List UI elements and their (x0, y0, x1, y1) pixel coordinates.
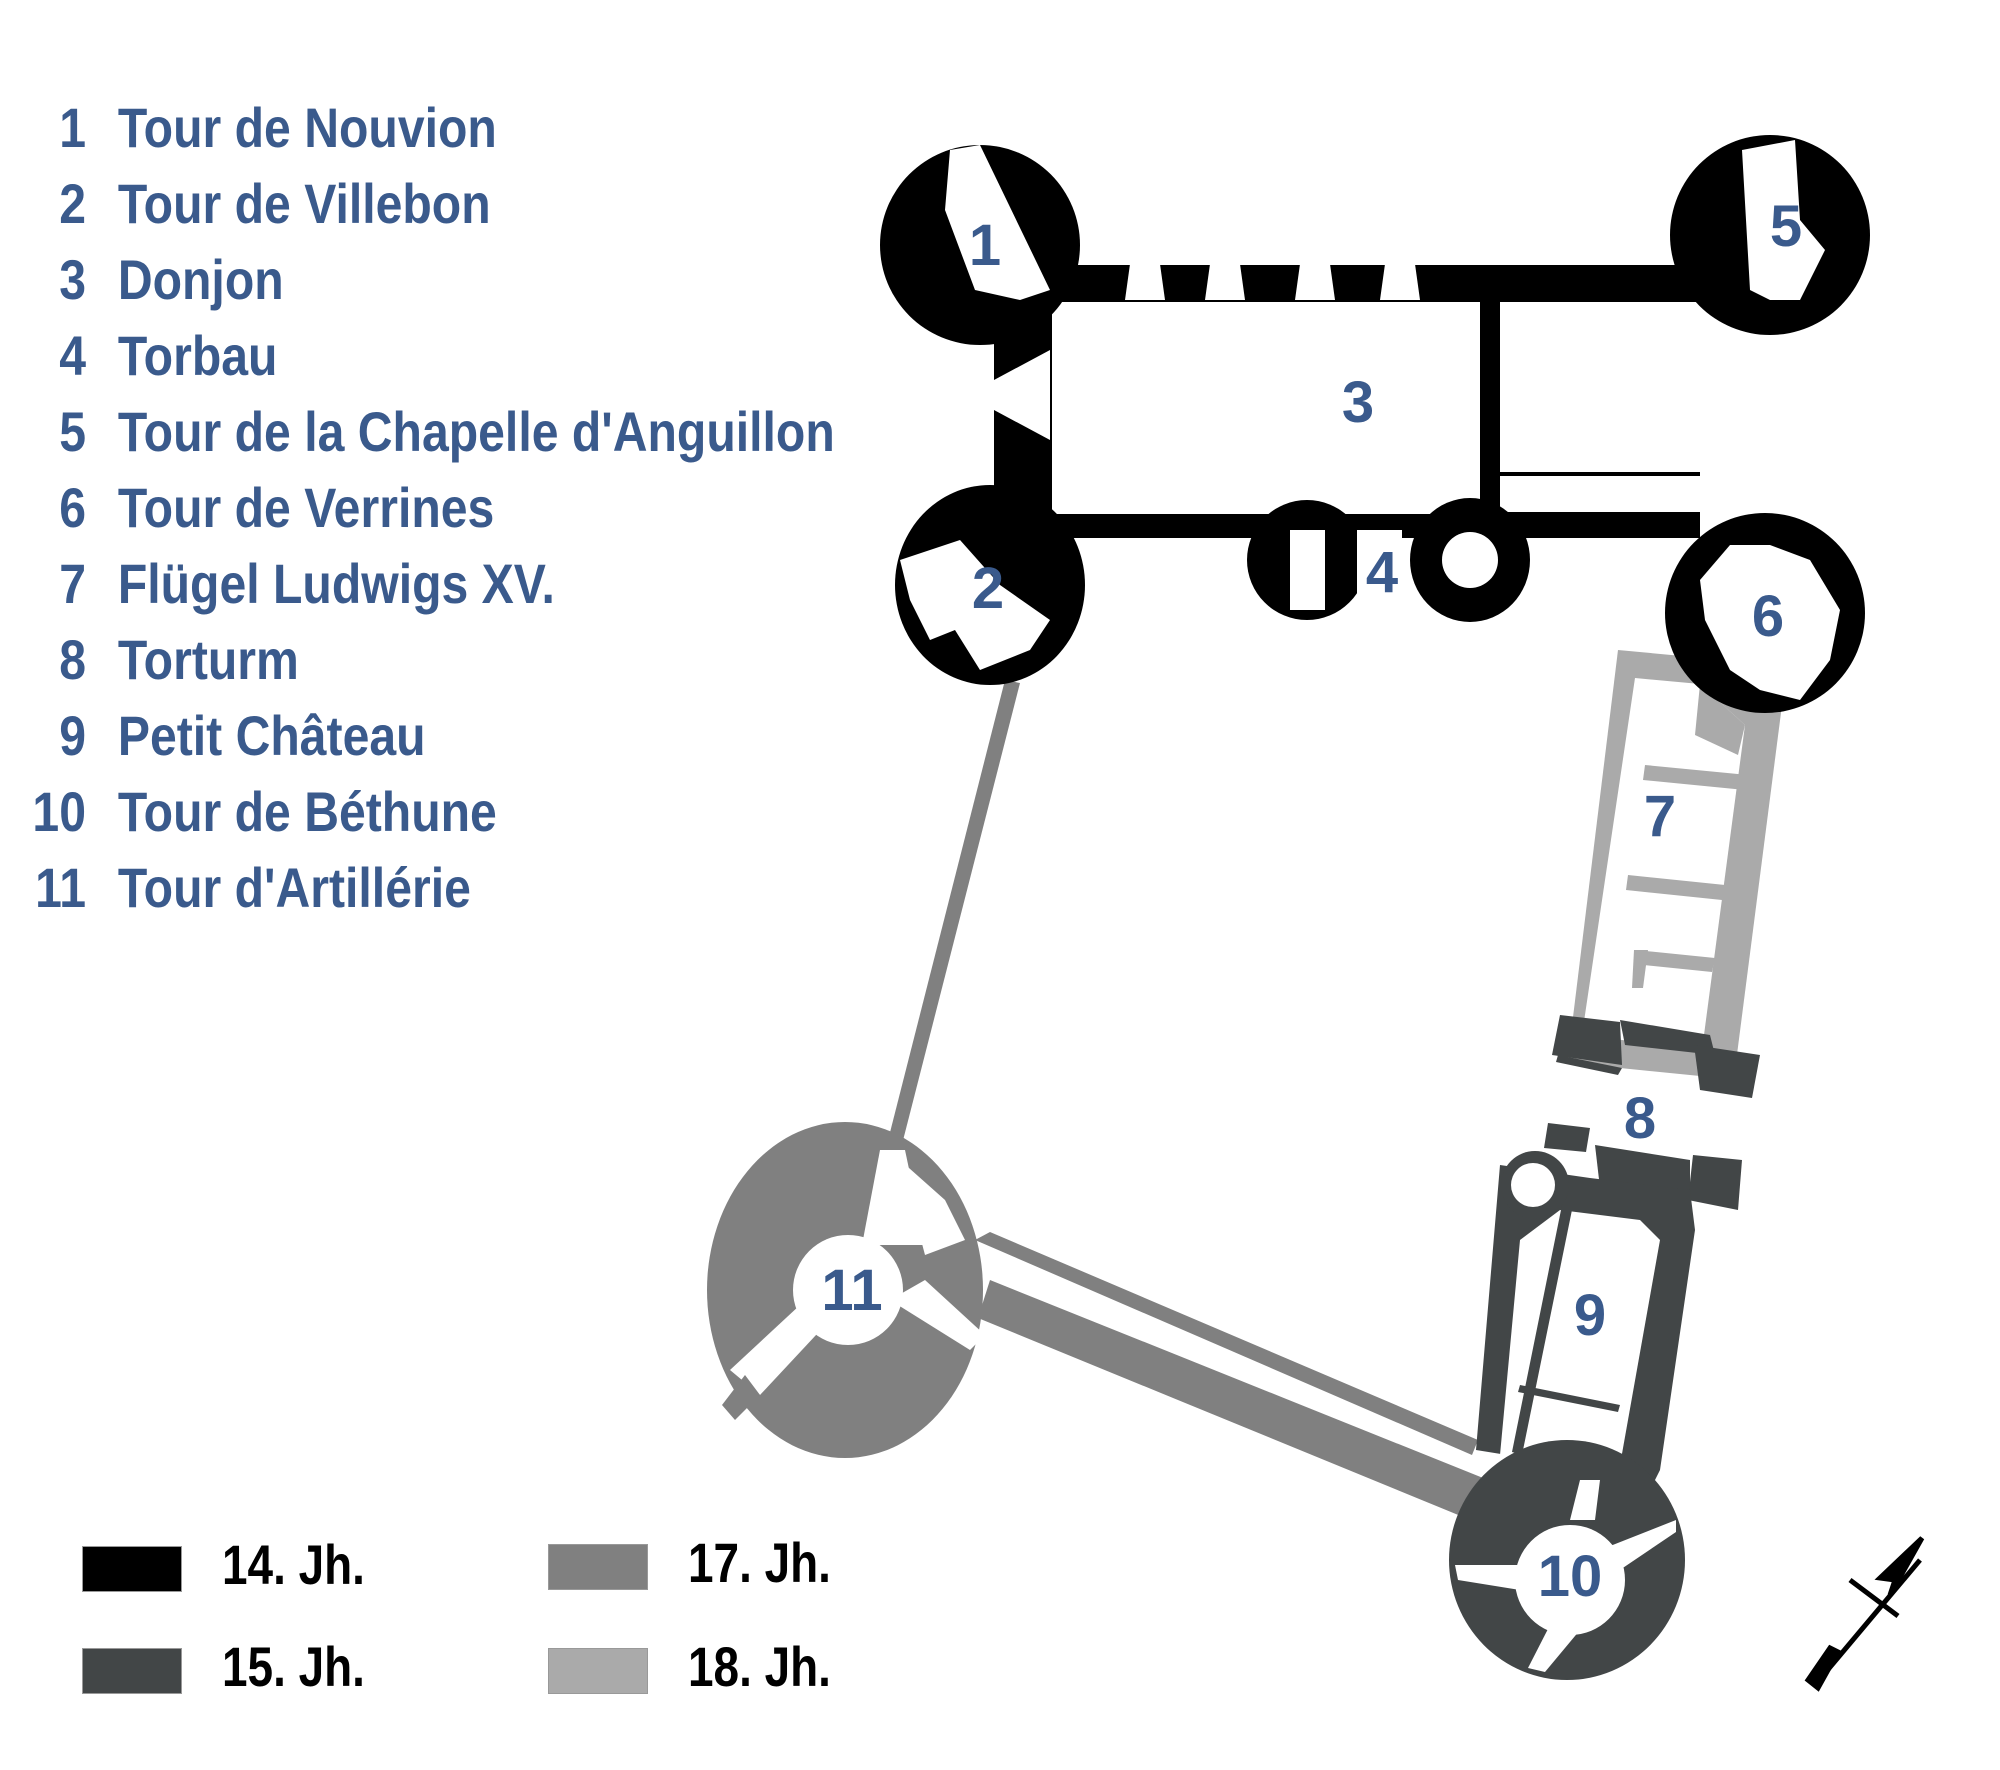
tower-4 (1247, 498, 1530, 622)
key-label: Tour de Béthune (117, 780, 497, 843)
tower-11 (707, 1122, 985, 1458)
key-number: 4 (59, 324, 86, 387)
key-label: Tour de Nouvion (117, 96, 497, 159)
plan-label-1: 1 (969, 213, 1001, 278)
key-label: Tour de Villebon (117, 172, 491, 235)
plan-label-3: 3 (1342, 370, 1374, 435)
plan-label-6: 6 (1752, 584, 1784, 649)
legend-swatch (82, 1648, 182, 1694)
tower-1 (880, 145, 1080, 345)
key-number: 7 (59, 552, 86, 615)
key-number: 1 (59, 96, 86, 159)
gatehouse-8 (1544, 1015, 1760, 1210)
legend-label: 14. Jh. (222, 1533, 365, 1596)
wall-17c-south-inner (978, 1280, 1508, 1528)
tower-6 (1665, 513, 1865, 713)
plan-label-4: 4 (1366, 540, 1398, 605)
legend-swatch (548, 1544, 648, 1590)
key-number: 3 (59, 248, 86, 311)
tower-5 (1670, 135, 1870, 335)
key-number: 9 (59, 704, 86, 767)
plan-label-11: 11 (821, 1258, 882, 1323)
north-arrow-icon (1804, 1536, 1925, 1692)
key-label: Torturm (117, 628, 299, 691)
plan-label-9: 9 (1574, 1283, 1606, 1348)
legend-swatch (82, 1546, 182, 1592)
key-number: 2 (59, 172, 86, 235)
key-label: Tour d'Artillérie (117, 856, 471, 919)
donjon-3 (994, 264, 1700, 538)
wing-7 (1568, 650, 1782, 1078)
legend-label: 17. Jh. (688, 1531, 831, 1594)
legend-label: 18. Jh. (688, 1635, 831, 1698)
key-label: Petit Château (117, 704, 426, 767)
plan-label-5: 5 (1770, 194, 1802, 259)
plan-label-2: 2 (972, 556, 1004, 621)
key-label: Flügel Ludwigs XV. (117, 552, 555, 615)
key-number: 6 (59, 476, 86, 539)
key-number: 8 (59, 628, 86, 691)
key-number: 10 (32, 780, 86, 843)
key-label: Torbau (117, 324, 278, 387)
petit-chateau-9 (1476, 1151, 1695, 1510)
wall-17c-west (884, 680, 1020, 1160)
key-number: 5 (59, 400, 86, 463)
key-label: Donjon (117, 248, 284, 311)
key-label: Tour de la Chapelle d'Anguillon (117, 400, 835, 463)
legend-label: 15. Jh. (222, 1635, 365, 1698)
key-label: Tour de Verrines (117, 476, 495, 539)
tower-10 (1449, 1440, 1685, 1680)
plan-label-8: 8 (1624, 1086, 1656, 1151)
legend-swatch (548, 1648, 648, 1694)
tower-2 (895, 485, 1085, 685)
wall-17c-south-outer (975, 1232, 1478, 1455)
plan-label-7: 7 (1644, 784, 1676, 849)
plan-label-10: 10 (1538, 1544, 1603, 1609)
key-number: 11 (35, 856, 86, 919)
